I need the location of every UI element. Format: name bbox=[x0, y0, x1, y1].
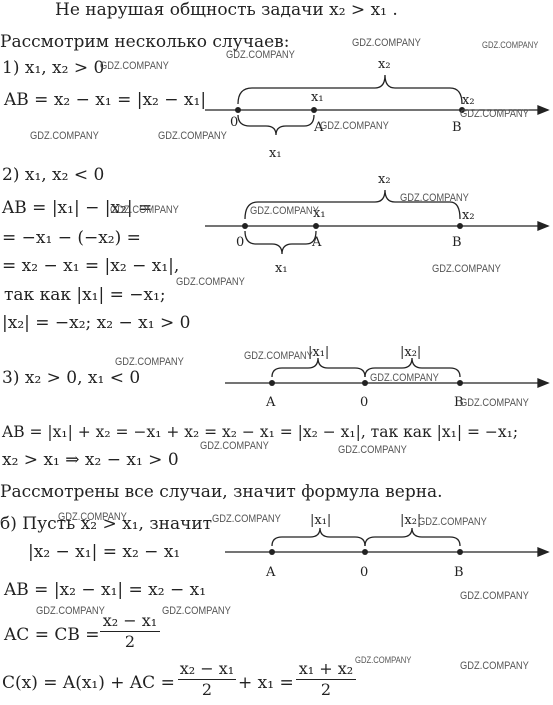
part-b-ac: AC = CB = bbox=[4, 625, 100, 645]
watermark: GDZ.COMPANY bbox=[352, 37, 421, 49]
point-0-d2 bbox=[242, 223, 248, 229]
watermark: GDZ.COMPANY bbox=[400, 192, 469, 204]
watermark: GDZ.COMPANY bbox=[320, 120, 389, 132]
watermark: GDZ.COMPANY bbox=[110, 204, 179, 216]
fraction-cx-1: x₂ − x₁ 2 bbox=[178, 660, 236, 699]
label-b-d4: B bbox=[454, 565, 464, 580]
point-a-d3 bbox=[269, 380, 275, 386]
watermark: GDZ.COMPANY bbox=[30, 130, 99, 142]
label-b-d3: B bbox=[454, 395, 464, 410]
case1-condition: 1) x₁, x₂ > 0 bbox=[2, 58, 105, 78]
part-b-cx: C(x) = A(x₁) + AC = bbox=[2, 673, 175, 693]
case3-implication: x₂ > x₁ ⇒ x₂ − x₁ > 0 bbox=[2, 450, 179, 470]
fraction-cx-2-den: 2 bbox=[320, 680, 332, 699]
case2-condition: 2) x₁, x₂ < 0 bbox=[2, 165, 105, 185]
label-0-d3: 0 bbox=[360, 395, 368, 410]
point-0-d1 bbox=[235, 107, 241, 113]
label-absx1-d3: |x₁| bbox=[308, 345, 329, 360]
label-a-d1: A bbox=[313, 120, 324, 135]
label-x1-d2: x₁ bbox=[313, 206, 326, 221]
watermark: GDZ.COMPANY bbox=[226, 49, 295, 61]
intro-line: Не нарушая общность задачи x₂ > x₁ . bbox=[55, 0, 398, 20]
point-a-d2 bbox=[313, 223, 319, 229]
label-a-d4: A bbox=[265, 565, 276, 580]
part-b-abs: |x₂ − x₁| = x₂ − x₁ bbox=[28, 542, 181, 562]
part-b-plus: + x₁ = bbox=[238, 673, 294, 693]
watermark: GDZ.COMPANY bbox=[212, 513, 281, 525]
watermark: GDZ.COMPANY bbox=[115, 356, 184, 368]
watermark: GDZ.COMPANY bbox=[460, 590, 529, 602]
label-x2-d1: x₂ bbox=[378, 57, 391, 72]
point-a-d4 bbox=[269, 549, 275, 555]
label-0-d4: 0 bbox=[360, 565, 368, 580]
watermark: GDZ.COMPANY bbox=[250, 205, 319, 217]
watermark: GDZ.COMPANY bbox=[482, 40, 539, 50]
label-absx2-d3: |x₂| bbox=[400, 345, 421, 360]
point-b-d3 bbox=[457, 380, 463, 386]
label-b-d1: B bbox=[452, 120, 462, 135]
case2-formula-3: = x₂ − x₁ = |x₂ − x₁|, bbox=[2, 256, 180, 276]
label-0-d2: 0 bbox=[236, 235, 244, 250]
point-0-d3 bbox=[362, 380, 368, 386]
watermark: GDZ.COMPANY bbox=[432, 263, 501, 275]
watermark: GDZ.COMPANY bbox=[355, 655, 412, 665]
watermark: GDZ.COMPANY bbox=[158, 130, 227, 142]
label-x2pt-d1: x₂ bbox=[462, 93, 475, 108]
watermark: GDZ.COMPANY bbox=[162, 605, 231, 617]
label-a-d2: A bbox=[311, 235, 322, 250]
fraction-ac: x₂ − x₁ 2 bbox=[100, 612, 160, 651]
case1-formula: AB = x₂ − x₁ = |x₂ − x₁| bbox=[4, 90, 207, 110]
point-a-d1 bbox=[311, 107, 317, 113]
label-x1-brace-d2: x₁ bbox=[275, 261, 288, 276]
label-b-d2: B bbox=[452, 235, 462, 250]
point-b-d2 bbox=[457, 223, 463, 229]
watermark: GDZ.COMPANY bbox=[36, 605, 105, 617]
fraction-cx-1-num: x₂ − x₁ bbox=[179, 659, 235, 678]
case2-because-2: |x₂| = −x₂; x₂ − x₁ > 0 bbox=[2, 313, 191, 333]
watermark: GDZ.COMPANY bbox=[370, 372, 439, 384]
label-a-d3: A bbox=[265, 395, 276, 410]
watermark: GDZ.COMPANY bbox=[100, 60, 169, 72]
part-b-ab: AB = |x₂ − x₁| = x₂ − x₁ bbox=[4, 580, 207, 600]
watermark: GDZ.COMPANY bbox=[460, 660, 529, 672]
case2-formula-2: = −x₁ − (−x₂) = bbox=[2, 228, 141, 248]
case3-condition: 3) x₂ > 0, x₁ < 0 bbox=[2, 368, 141, 388]
watermark: GDZ.COMPANY bbox=[244, 350, 313, 362]
case2-formula-1: AB = |x₁| − |x₂| = bbox=[2, 198, 153, 218]
label-absx2-d4: |x₂| bbox=[400, 513, 421, 528]
watermark: GDZ.COMPANY bbox=[58, 511, 127, 523]
fraction-ac-den: 2 bbox=[124, 632, 136, 651]
label-absx1-d4: |x₁| bbox=[310, 513, 331, 528]
label-x2-d2: x₂ bbox=[378, 172, 391, 187]
watermark: GDZ.COMPANY bbox=[460, 108, 529, 120]
fraction-ac-num: x₂ − x₁ bbox=[102, 611, 158, 630]
label-x2pt-d2: x₂ bbox=[462, 208, 475, 223]
point-0-d4 bbox=[362, 549, 368, 555]
point-b-d4 bbox=[457, 549, 463, 555]
fraction-cx-2-num: x₁ + x₂ bbox=[298, 659, 354, 678]
fraction-cx-2: x₁ + x₂ 2 bbox=[296, 660, 356, 699]
watermark: GDZ.COMPANY bbox=[338, 444, 407, 456]
watermark: GDZ.COMPANY bbox=[176, 276, 245, 288]
conclusion: Рассмотрены все случаи, значит формула в… bbox=[0, 482, 443, 502]
label-x1-brace-d1: x₁ bbox=[269, 146, 282, 161]
watermark: GDZ.COMPANY bbox=[200, 440, 269, 452]
cases-heading: Рассмотрим несколько случаев: bbox=[0, 32, 290, 52]
part-b-heading: б) Пусть x₂ > x₁, значит bbox=[0, 514, 213, 534]
label-x1-d1: x₁ bbox=[311, 90, 324, 105]
watermark: GDZ.COMPANY bbox=[418, 516, 487, 528]
case2-because: так как |x₁| = −x₁; bbox=[4, 285, 166, 305]
label-0-d1: 0 bbox=[230, 115, 238, 130]
fraction-cx-1-den: 2 bbox=[201, 680, 213, 699]
watermark: GDZ.COMPANY bbox=[460, 397, 529, 409]
point-b-d1 bbox=[459, 107, 465, 113]
case3-formula: AB = |x₁| + x₂ = −x₁ + x₂ = x₂ − x₁ = |x… bbox=[2, 423, 519, 441]
